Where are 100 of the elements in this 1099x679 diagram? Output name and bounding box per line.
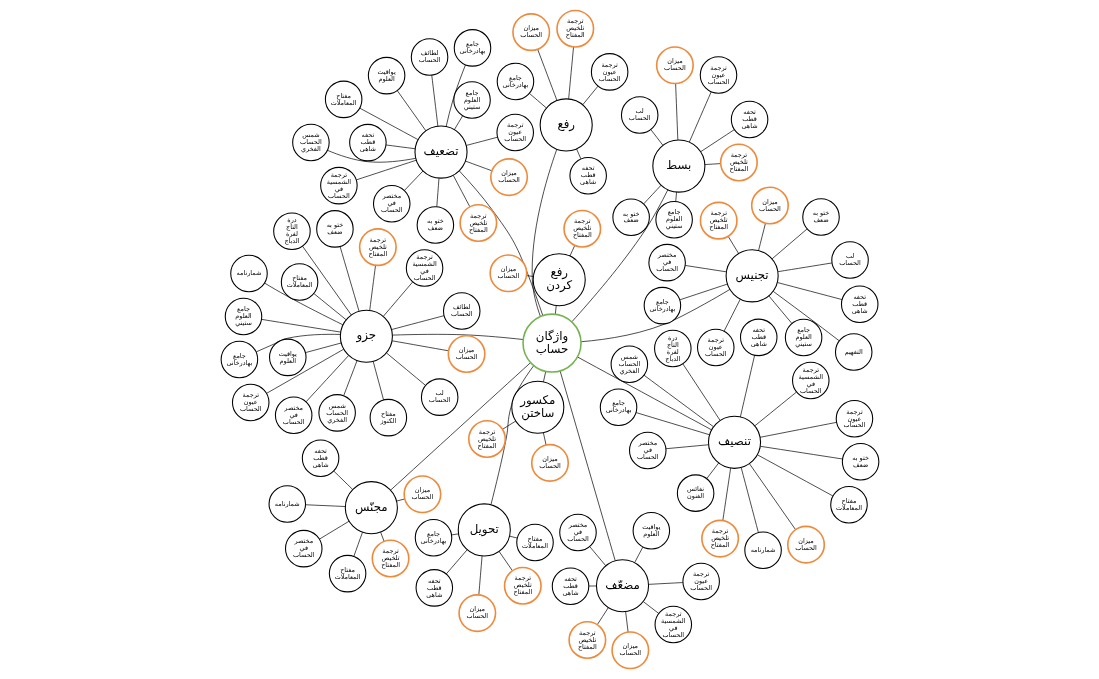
connector bbox=[647, 582, 683, 585]
connector bbox=[740, 467, 759, 533]
node-circle: مکسور ساختن bbox=[510, 380, 564, 434]
connector bbox=[635, 412, 710, 436]
connector bbox=[312, 293, 346, 321]
node-circle: مضعّف bbox=[595, 559, 649, 613]
connector bbox=[588, 585, 597, 587]
connector bbox=[674, 83, 678, 141]
connector bbox=[339, 246, 359, 312]
connector bbox=[465, 136, 498, 146]
connector bbox=[567, 46, 574, 100]
connector bbox=[490, 365, 534, 505]
connector bbox=[501, 420, 516, 430]
connector bbox=[464, 160, 492, 172]
connector bbox=[452, 174, 470, 207]
connector bbox=[688, 91, 712, 143]
connector bbox=[569, 245, 575, 257]
connector bbox=[772, 291, 839, 342]
connector bbox=[727, 236, 739, 254]
connector bbox=[531, 148, 557, 317]
connector bbox=[624, 611, 628, 633]
connector bbox=[768, 295, 792, 324]
connector bbox=[674, 191, 677, 202]
node-circle: تجنيس bbox=[725, 249, 779, 303]
connector bbox=[358, 107, 418, 140]
connector bbox=[776, 282, 842, 300]
connector bbox=[260, 319, 341, 333]
connector bbox=[353, 531, 363, 557]
connector bbox=[305, 355, 349, 403]
connector bbox=[705, 462, 719, 479]
connector bbox=[385, 144, 415, 150]
connector bbox=[542, 371, 546, 383]
connector bbox=[633, 546, 643, 563]
connector bbox=[536, 49, 557, 101]
connector bbox=[642, 184, 661, 205]
node-circle: تنصيف bbox=[707, 415, 761, 469]
connector bbox=[372, 361, 384, 401]
connector bbox=[739, 354, 755, 418]
connector bbox=[391, 340, 449, 352]
connector bbox=[389, 362, 531, 491]
connector bbox=[498, 551, 513, 572]
connector bbox=[581, 85, 598, 106]
connector bbox=[477, 555, 482, 596]
connector bbox=[642, 601, 659, 614]
connector bbox=[255, 333, 341, 353]
connector bbox=[699, 129, 735, 153]
connector bbox=[757, 223, 766, 251]
connector bbox=[263, 282, 343, 326]
connector bbox=[403, 170, 423, 191]
connector bbox=[753, 391, 797, 427]
connector bbox=[301, 245, 352, 316]
connector bbox=[265, 348, 344, 394]
connector bbox=[576, 356, 712, 431]
connector bbox=[355, 159, 416, 181]
connector bbox=[554, 305, 557, 315]
node-circle: تحويل bbox=[457, 503, 511, 557]
connector bbox=[391, 334, 523, 340]
connector bbox=[777, 262, 832, 273]
connector bbox=[649, 129, 663, 146]
node-circle: مجنّس bbox=[344, 481, 398, 535]
connector bbox=[643, 374, 714, 428]
node-circle: تضعيف bbox=[413, 125, 468, 179]
node-circle: بسط bbox=[651, 139, 705, 193]
connector bbox=[379, 531, 384, 542]
connector bbox=[571, 189, 668, 323]
connector bbox=[525, 275, 534, 277]
connector bbox=[756, 454, 833, 497]
connector bbox=[682, 363, 720, 421]
connector bbox=[588, 546, 606, 566]
connector bbox=[445, 64, 466, 127]
connector bbox=[684, 265, 727, 273]
connector bbox=[435, 177, 439, 207]
connector bbox=[342, 360, 357, 397]
connector bbox=[304, 342, 341, 353]
connector bbox=[759, 445, 843, 460]
connector bbox=[542, 432, 546, 446]
connector bbox=[665, 444, 709, 450]
node-circle: واژگان حساب bbox=[521, 313, 582, 373]
connector bbox=[382, 281, 413, 317]
connector bbox=[723, 298, 741, 332]
connector bbox=[704, 163, 721, 165]
connector bbox=[368, 264, 376, 311]
connector bbox=[396, 90, 426, 132]
connector bbox=[508, 535, 518, 539]
connector bbox=[771, 228, 807, 260]
connector bbox=[326, 149, 416, 163]
connector bbox=[759, 422, 837, 438]
connector bbox=[596, 607, 609, 626]
connector bbox=[575, 148, 581, 160]
node-circle: جزو bbox=[339, 309, 393, 363]
node-circle: رفع کردن bbox=[532, 253, 586, 307]
connector bbox=[445, 549, 468, 575]
connector bbox=[580, 289, 730, 343]
connector bbox=[332, 470, 353, 490]
connector bbox=[528, 93, 547, 109]
connector bbox=[430, 74, 438, 127]
connector bbox=[318, 520, 349, 540]
connector bbox=[390, 315, 444, 330]
node-circle: رفع bbox=[539, 98, 593, 152]
connector bbox=[748, 463, 796, 530]
